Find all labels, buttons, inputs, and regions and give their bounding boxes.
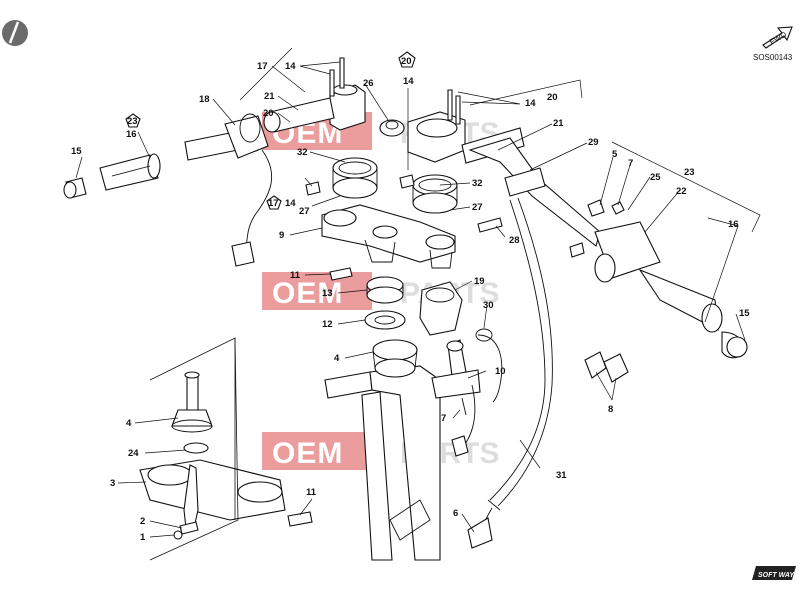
group-bracket-23 — [611, 141, 761, 233]
watermark-middle-oem: OEM — [272, 277, 343, 310]
right-handlebar-assembly — [467, 137, 748, 549]
callout-7-a: 7 — [441, 413, 446, 424]
callout-21-a: 21 — [264, 91, 275, 102]
callout-24: 24 — [128, 448, 139, 459]
callout-20: 20 — [401, 56, 412, 67]
callout-22: 22 — [676, 186, 687, 197]
callout-23-pentagon: 23 — [125, 113, 141, 128]
callout-14-a: 14 — [285, 61, 296, 72]
callout-18: 18 — [199, 94, 210, 105]
callout-23-b: 23 — [684, 167, 695, 178]
callout-21-b: 21 — [553, 118, 564, 129]
callout-7-b: 7 — [628, 158, 633, 169]
softway-logo-text: SOFT WAY — [758, 572, 795, 579]
callout-2: 2 — [140, 516, 145, 527]
callout-28: 28 — [509, 235, 520, 246]
callout-29: 29 — [588, 137, 599, 148]
callout-15: 15 — [71, 146, 82, 157]
callout-17-b: 17 — [268, 198, 279, 209]
steering-bushings — [364, 276, 463, 378]
callout-31: 31 — [556, 470, 567, 481]
callout-32-b: 32 — [472, 178, 483, 189]
watermark-bottom: OEM PARTS — [262, 432, 499, 470]
callout-1: 1 — [140, 532, 146, 543]
callout-14-d: 14 — [525, 98, 536, 109]
upper-triple-clamp — [321, 204, 456, 269]
callout-27-b: 27 — [472, 202, 483, 213]
group-bracket-17 — [239, 47, 293, 101]
group-bracket-20 — [469, 79, 583, 106]
callout-9: 9 — [279, 230, 284, 241]
callout-20-b: 20 — [263, 108, 274, 119]
callout-14-b: 14 — [285, 198, 296, 209]
callout-10: 10 — [495, 366, 506, 377]
leader-lines — [75, 61, 746, 538]
callout-20-c: 20 — [547, 92, 558, 103]
callout-26: 26 — [363, 78, 374, 89]
left-clip-on-clamp — [263, 57, 366, 133]
callout-30: 30 — [483, 300, 494, 311]
callout-27-a: 27 — [299, 206, 310, 217]
left-handlebar-assembly — [63, 113, 272, 267]
callout-8: 8 — [608, 404, 613, 415]
callout-17-pentagon: 17 — [266, 195, 282, 210]
callout-labels: 18 23 16 15 17 14 21 20 32 17 14 27 20 1… — [71, 51, 750, 543]
callout-19: 19 — [474, 276, 485, 287]
misc-bolts — [305, 174, 503, 281]
callout-15-b: 15 — [739, 308, 750, 319]
forward-direction-icon: FWD — [762, 26, 793, 49]
group-bracket-16 — [704, 217, 739, 323]
frame-head-tube — [324, 365, 441, 561]
callout-17: 17 — [257, 61, 268, 72]
callout-14-c: 14 — [403, 76, 414, 87]
callout-16-b: 16 — [728, 219, 739, 230]
ignition-keys — [584, 351, 629, 383]
callout-4-a: 4 — [334, 353, 340, 364]
clip-on-ring-left — [332, 157, 378, 199]
callout-25: 25 — [650, 172, 661, 183]
callout-5: 5 — [612, 149, 618, 160]
watermark-bottom-oem: OEM — [272, 437, 343, 470]
steering-nut — [379, 119, 405, 137]
callout-11-b: 11 — [306, 487, 317, 498]
lower-assembly-guide — [149, 337, 239, 561]
callout-6: 6 — [453, 508, 458, 519]
softway-logo: SOFT WAY — [752, 566, 796, 580]
callout-11-a: 11 — [290, 270, 301, 281]
callout-23: 23 — [127, 116, 138, 127]
callout-12: 12 — [322, 319, 333, 330]
right-clip-on-clamp — [407, 89, 525, 164]
section-badge-icon — [2, 20, 28, 46]
callout-4-b: 4 — [126, 418, 132, 429]
clip-on-ring-right — [412, 174, 458, 214]
diagram-code: SOS00143 — [753, 53, 793, 62]
steering-damper-bracket — [431, 328, 503, 457]
callout-13: 13 — [322, 288, 333, 299]
callout-32-a: 32 — [297, 147, 308, 158]
callout-16: 16 — [126, 129, 137, 140]
callout-20-pentagon: 20 — [398, 51, 416, 68]
callout-3: 3 — [110, 478, 115, 489]
lower-triple-clamp-assembly — [139, 371, 313, 540]
